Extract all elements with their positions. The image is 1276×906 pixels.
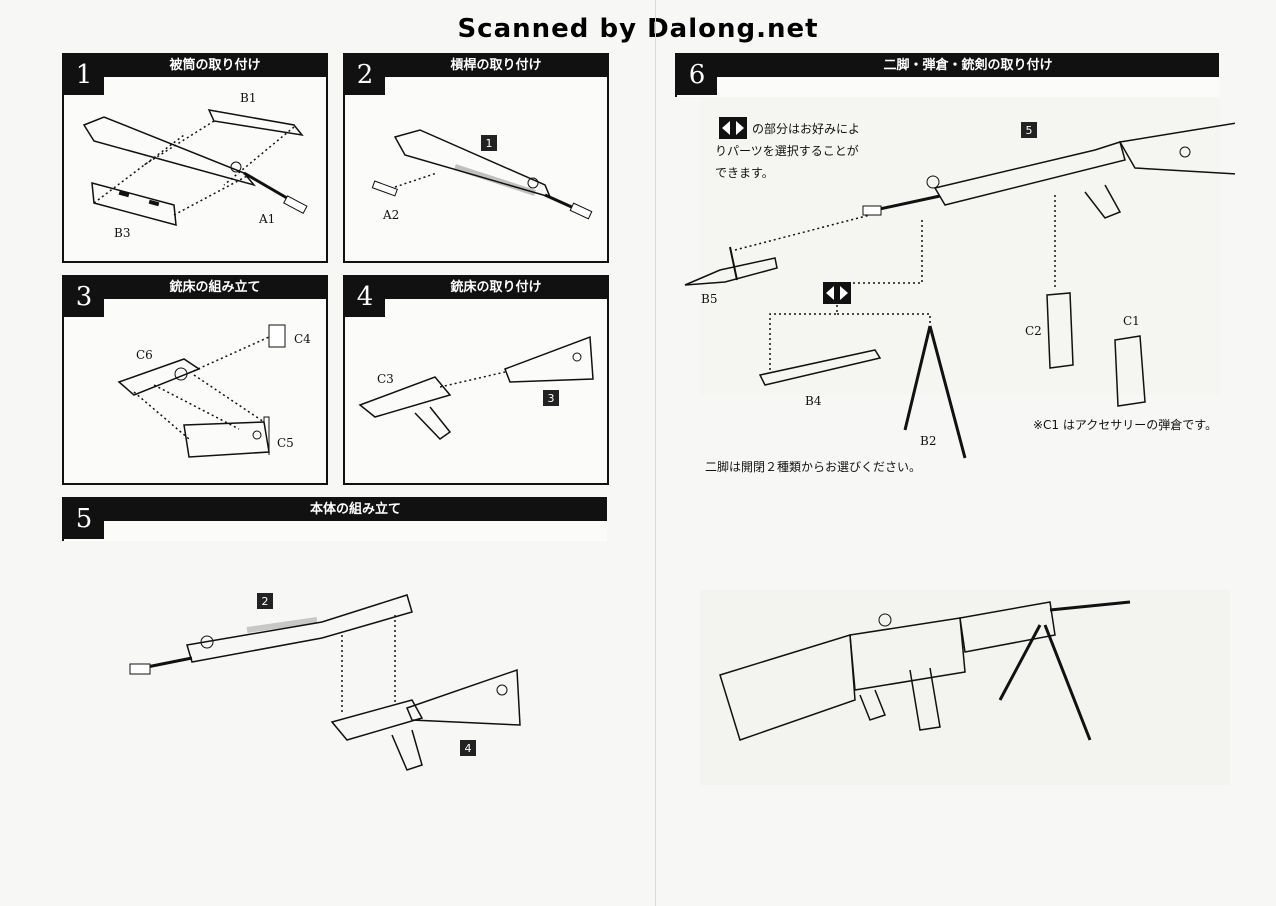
step-title: 銃床の取り付け <box>385 277 607 299</box>
scan-watermark: Scanned by Dalong.net <box>457 14 819 44</box>
part-label-a2: A2 <box>382 208 399 222</box>
option-selector-icon <box>719 117 747 139</box>
part-label-c4: C4 <box>294 332 311 346</box>
bleed-through-box <box>700 590 1230 785</box>
step-number: 5 <box>64 499 104 539</box>
step-title: 被筒の取り付け <box>104 55 326 77</box>
part-label-c6: C6 <box>136 348 153 362</box>
step-ref-number: 2 <box>262 595 269 608</box>
part-label-c3: C3 <box>377 372 394 386</box>
step-number: 4 <box>345 277 385 317</box>
option-selector-icon <box>823 282 851 304</box>
part-label-b5: B5 <box>701 292 717 306</box>
part-label-b1: B1 <box>240 91 256 105</box>
part-label-b3: B3 <box>114 226 130 240</box>
option-note-line-1: の部分はお好みによ <box>752 122 861 136</box>
body-assembly-illustration: 2 4 <box>129 593 521 771</box>
part-label-b2: B2 <box>920 434 936 448</box>
step-ref-number: 5 <box>1026 124 1033 137</box>
charging-handle-illustration: 1 A2 <box>371 129 593 222</box>
step-6-panel: 6 二脚・弾倉・銃剣の取り付け <box>675 53 1219 97</box>
step-ref-number: 1 <box>486 137 493 150</box>
step-3-panel: 3 銃床の組み立て C6 C4 C5 <box>62 275 328 485</box>
bleed-through-box <box>700 95 1220 395</box>
bipod-choice-note: 二脚は開閉２種類からお選びください。 <box>705 460 922 474</box>
part-label-c2: C2 <box>1025 324 1042 338</box>
accessory-magazine-note: ※C1 はアクセサリーの弾倉です。 <box>1033 418 1218 432</box>
stock-attach-illustration: 3 C3 <box>358 335 594 440</box>
step-ref-box <box>1021 122 1037 138</box>
page-fold-line <box>655 0 656 906</box>
step-ref-number: 3 <box>548 392 555 405</box>
option-note-line-2: りパーツを選択することが <box>715 144 859 158</box>
barrel-cover-illustration: B1 A1 B3 <box>82 91 308 240</box>
step-number: 2 <box>345 55 385 95</box>
stock-assembly-illustration: C6 C4 C5 <box>117 324 311 458</box>
bipod-magazine-bayonet-illustration: 5 B5 B4 B2 C2 C1 <box>684 122 1235 459</box>
step-ref-box <box>543 390 559 406</box>
step-number: 1 <box>64 55 104 95</box>
step-title: 本体の組み立て <box>104 499 607 521</box>
step-2-panel: 2 槓桿の取り付け 1 A2 <box>343 53 609 263</box>
part-label-c5: C5 <box>277 436 294 450</box>
step-ref-box <box>257 593 273 609</box>
part-label-a1: A1 <box>258 212 275 226</box>
part-label-c1: C1 <box>1123 314 1140 328</box>
step-ref-box <box>460 740 476 756</box>
completed-rifle-illustration <box>719 600 1131 741</box>
step-ref-number: 4 <box>465 742 472 755</box>
step-4-panel: 4 銃床の取り付け 3 C3 <box>343 275 609 485</box>
step-title: 銃床の組み立て <box>104 277 326 299</box>
option-note-line-3: できます。 <box>715 166 774 180</box>
step-ref-box <box>481 135 497 151</box>
part-label-b4: B4 <box>805 394 822 408</box>
step-5-panel: 5 本体の組み立て <box>62 497 607 541</box>
step-1-panel: 1 被筒の取り付け B1 A1 B3 <box>62 53 328 263</box>
step-number: 6 <box>677 55 717 95</box>
step-title: 槓桿の取り付け <box>385 55 607 77</box>
step-title: 二脚・弾倉・銃剣の取り付け <box>717 55 1219 77</box>
step-number: 3 <box>64 277 104 317</box>
